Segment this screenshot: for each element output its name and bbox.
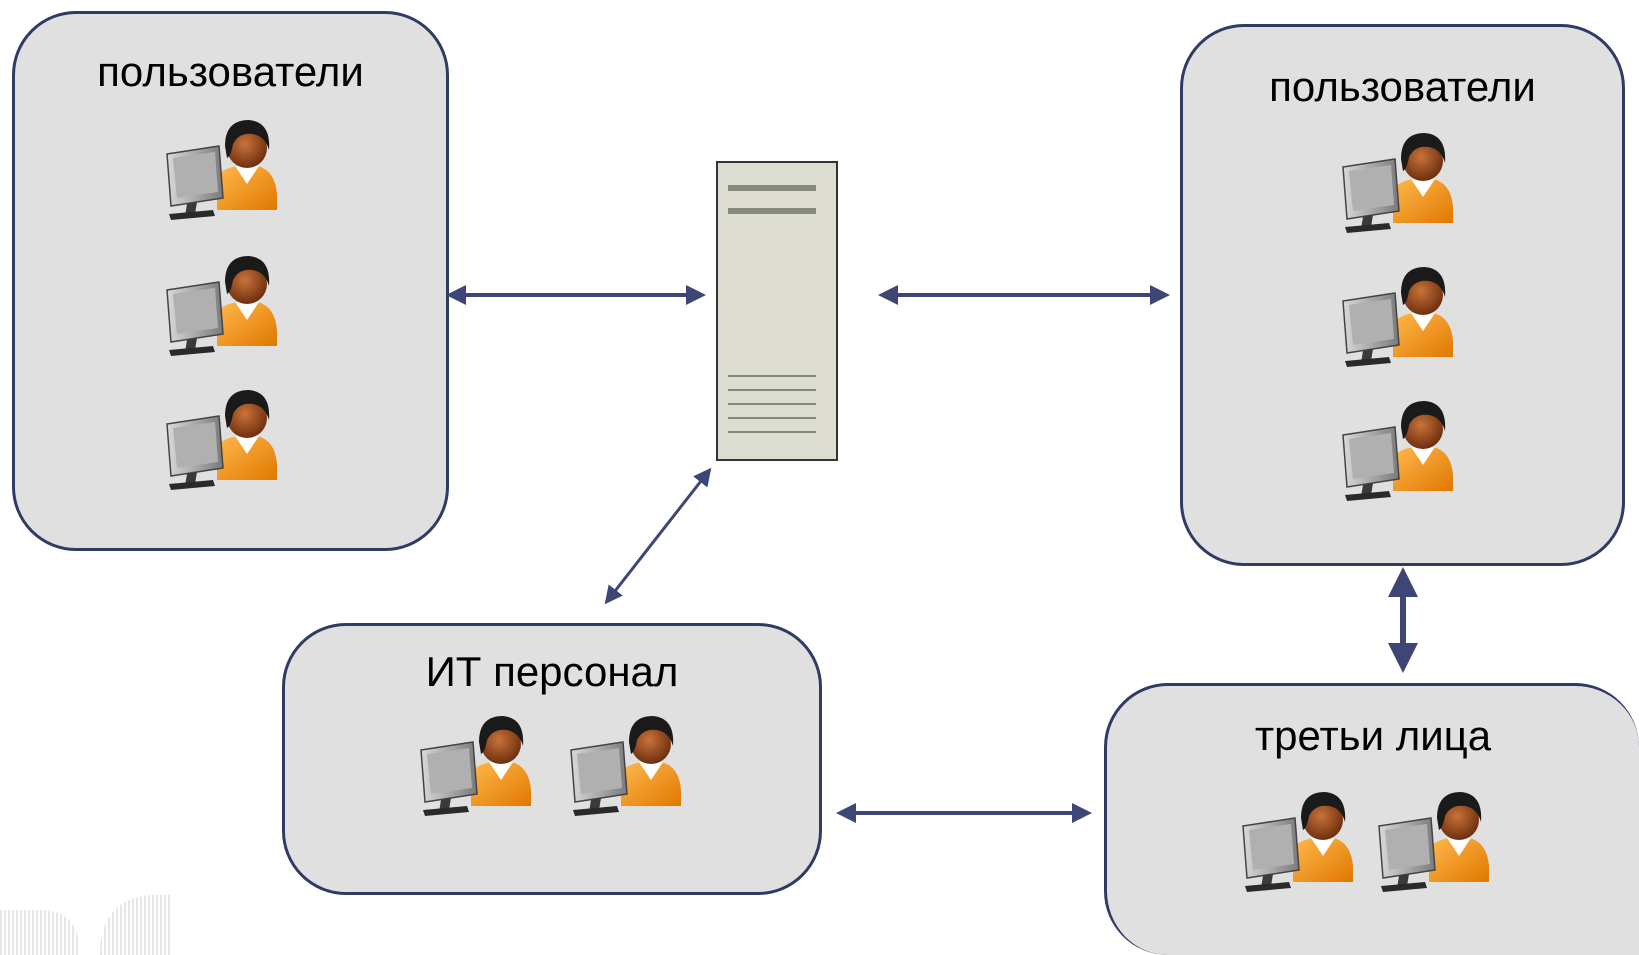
watermark-logo <box>0 895 170 955</box>
server-icon <box>716 161 838 461</box>
it-staff-group: ИТ персонал <box>282 623 822 895</box>
arrow-server-it-staff <box>604 467 712 605</box>
third-parties-label: третьи лица <box>1254 712 1492 759</box>
users-left-group: пользователи <box>12 11 449 551</box>
users-right-label: пользователи <box>1269 63 1536 110</box>
users-left-label: пользователи <box>97 48 364 95</box>
it-staff-label: ИТ персонал <box>425 648 679 695</box>
users-right-group: пользователи <box>1180 24 1625 566</box>
third-parties-group: третьи лица <box>1104 683 1639 955</box>
